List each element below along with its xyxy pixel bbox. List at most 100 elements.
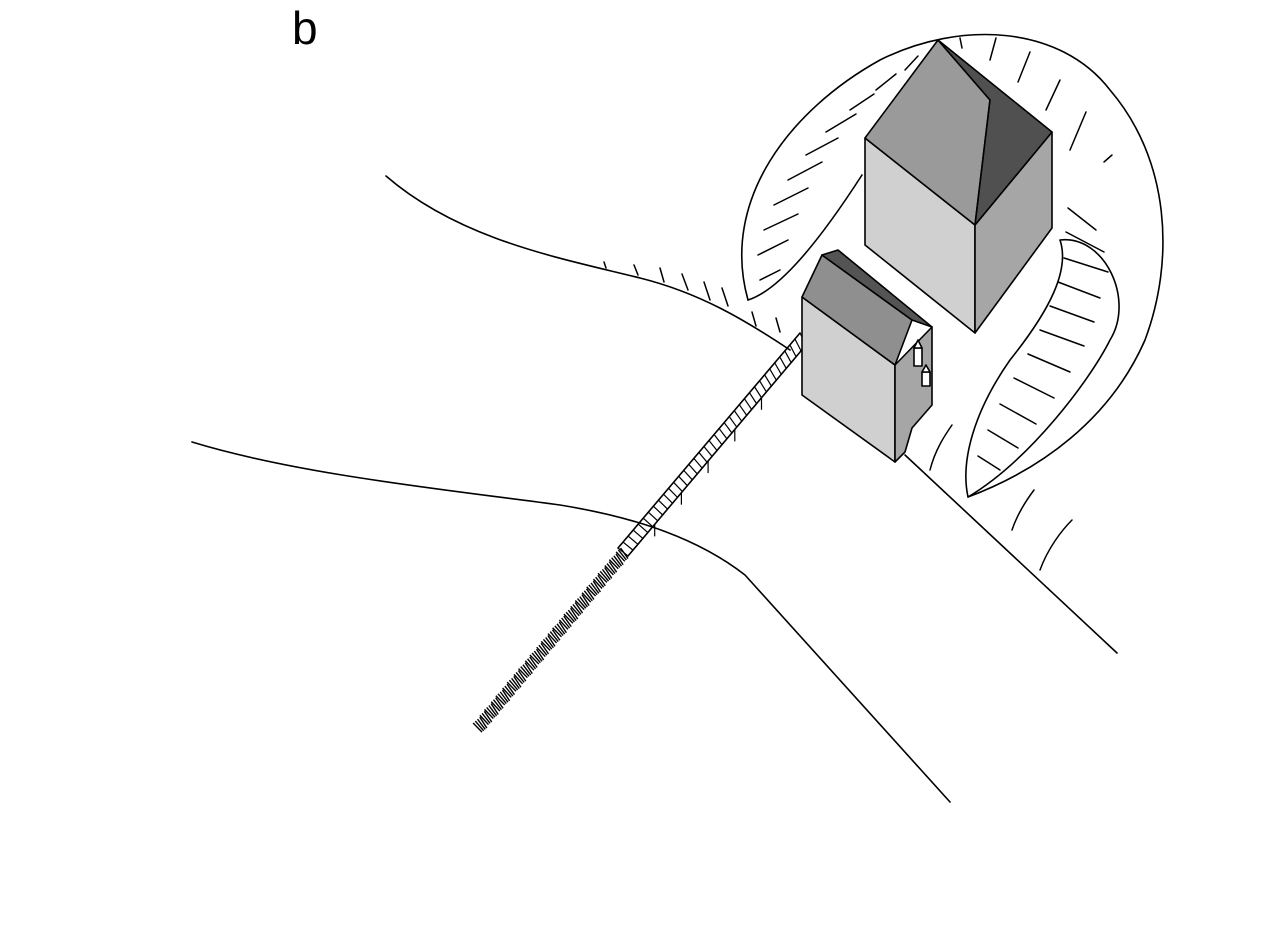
small-building-roof-right — [821, 249, 933, 328]
ladder-rung — [647, 511, 659, 522]
pier-pile-mark — [595, 576, 605, 588]
pier-pile-mark — [524, 662, 533, 675]
pier-pile-mark — [513, 675, 522, 688]
ladder-rung — [658, 499, 668, 510]
pier-pile-mark — [513, 673, 524, 685]
mound-hatching — [757, 37, 1113, 571]
pier-pile-mark — [608, 559, 619, 570]
pier-pile-mark — [483, 708, 494, 719]
pier-pile-mark — [497, 693, 507, 704]
pier-pile-mark — [576, 598, 587, 609]
pier-pile-mark — [474, 720, 485, 732]
ladder-rung — [678, 475, 688, 487]
pier-pile-mark — [567, 609, 577, 621]
pier-pile-mark — [579, 596, 589, 608]
pier-pile-mark — [479, 714, 490, 726]
ladder-rung — [622, 541, 634, 551]
pier-pile-mark — [495, 695, 506, 706]
pier-pile-mark — [511, 677, 520, 689]
inner-mound-right — [965, 239, 1120, 498]
pier-pile-mark — [581, 594, 590, 606]
ladder-rung — [683, 469, 693, 481]
pier-pile-mark — [472, 722, 483, 733]
pier-pile-mark — [590, 582, 600, 594]
pier-pile-mark — [533, 650, 543, 662]
inner-mound-left — [747, 174, 863, 301]
pier-pile-mark — [535, 648, 545, 661]
pier-pile-mark — [563, 613, 574, 624]
ladder-rung — [764, 374, 772, 387]
pier-pile-mark — [545, 637, 554, 649]
ladder-rung — [738, 404, 748, 416]
pier-pile-mark — [479, 716, 488, 729]
pier-pile-mark — [558, 619, 569, 630]
pier-pile-mark — [570, 607, 579, 620]
pier-pile-mark — [501, 689, 511, 702]
ladder-rung — [718, 428, 728, 440]
pier-pile-mark — [508, 679, 519, 691]
pier-pile-mark — [613, 555, 623, 567]
pier-pile-mark — [476, 718, 486, 730]
pier-pile-mark — [570, 605, 580, 617]
pier-pile-mark — [606, 563, 616, 574]
ladder-rung — [748, 392, 758, 404]
pier-pile-mark — [604, 567, 613, 579]
pier-pile-mark — [585, 588, 595, 600]
pier-pile-mark — [486, 706, 496, 718]
ladder-rung — [753, 386, 763, 399]
ridge-hatching — [603, 261, 781, 333]
pier-pile-mark — [601, 568, 611, 581]
pier-pile-mark — [597, 572, 608, 583]
pier-pile-mark — [481, 712, 491, 724]
pier-pile-mark — [565, 611, 575, 623]
pier-pile-mark — [574, 600, 585, 611]
pier-pile-mark — [586, 586, 597, 597]
pier-pile-mark — [502, 687, 512, 698]
pier-pile-mark — [611, 557, 621, 568]
pier-pile-mark — [561, 617, 571, 629]
ladder-rung — [632, 529, 644, 539]
upper-ridge-line — [385, 175, 791, 351]
pier-pile-mark — [592, 578, 603, 589]
pier-pile-mark — [608, 561, 618, 573]
ladder-rung — [713, 434, 723, 446]
ladder-rung — [708, 440, 718, 451]
right-slope-line — [904, 454, 1118, 654]
ladder-rung — [759, 380, 767, 393]
pier-pile-mark — [588, 584, 598, 596]
ladder-rung — [779, 356, 787, 369]
pier-pile-mark — [599, 570, 610, 582]
pier-pile-mark — [597, 574, 606, 587]
pier-pile-mark — [538, 644, 548, 656]
large-building — [864, 39, 1053, 334]
pier-pile-mark — [529, 656, 538, 668]
pier-pile-mark — [554, 625, 564, 636]
ladder-rung — [652, 505, 664, 516]
large-building-roof-right — [937, 39, 1053, 226]
ladder-rung — [637, 523, 649, 534]
pier-pile-mark — [518, 668, 528, 679]
pier-pile-mark — [581, 592, 592, 603]
pier-pile-mark — [547, 635, 556, 647]
pier-pile-mark — [563, 615, 572, 628]
ladder-rung — [769, 368, 777, 381]
pier-pile-mark — [572, 603, 582, 615]
pier-pile-mark — [515, 672, 525, 683]
ladder-rung — [728, 416, 738, 428]
pier-pile-mark — [551, 629, 561, 641]
ladder-rung — [642, 517, 654, 528]
small-building-chimney-upper — [913, 339, 923, 367]
pier-pile-mark — [526, 658, 537, 670]
pier-pile-mark — [490, 701, 501, 712]
pier-pile-mark — [524, 660, 535, 671]
lower-ridge-line — [191, 441, 951, 803]
pier-pile-mark — [506, 681, 517, 692]
ladder-rung — [693, 458, 703, 469]
pier-pile-mark — [504, 685, 514, 697]
pier-pile-mark — [492, 699, 503, 711]
ladder-rung — [733, 410, 743, 422]
pier-pile-mark — [547, 633, 558, 644]
pier-pile-mark — [488, 705, 498, 717]
